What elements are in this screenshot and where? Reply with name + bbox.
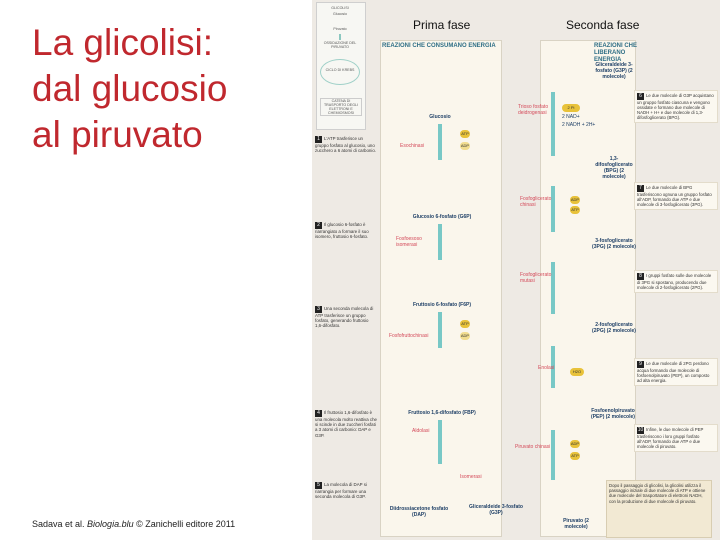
title-line-3: al piruvato [32,114,203,155]
step-number-7: 7 [637,185,644,192]
overview-oxidation: OSSIDAZIONE DEL PIRUVATO [323,41,357,49]
step-number-9: 9 [637,361,644,368]
step-number-3: 3 [315,306,322,313]
molecule-pep: Fosfoenolpiruvato (PEP) (2 molecole) [591,408,635,420]
step-text-3: Una seconda molecola di ATP trasferisce … [315,306,374,329]
enzyme-aldolase: Aldolasi [412,428,430,434]
heading-first-phase: Prima fase [413,18,471,32]
step-number-1: 1 [315,136,322,143]
enzyme-phosphoglycerate-mutase: Fosfoglicerato mutasi [520,272,552,284]
heading-second-phase: Seconda fase [566,18,640,32]
enzyme-enolase: Enolasi [538,365,555,371]
step-arrow-4 [438,420,442,464]
step-text-8: I gruppi fosfato sulle due molecole di 3… [637,273,712,290]
adp-badge-1: ADP [460,142,470,150]
nadh-label: 2 NADH + 2H+ [562,122,596,128]
overview-electron-chain: CATENA DI TRASPORTO DEGLI ELETTRONI E CH… [320,98,362,116]
atp-badge-7: ATP [570,206,580,214]
step-text-2: Il glucosio 6-fosfato è riarrangiato a f… [315,222,369,240]
molecule-glucose: Glucosio [429,114,451,120]
step-arrow-9 [551,346,555,388]
enzyme-pyruvate-kinase: Piruvato chinasi [515,444,551,450]
step-number-2: 2 [315,222,322,229]
pathway-overview: GLICOLISI Glucosio Piruvato OSSIDAZIONE … [316,2,366,130]
credit-publisher: © Zanichelli editore 2011 [133,519,236,529]
molecule-dap: Diidrossiacetone fosfato (DAP) [389,506,449,518]
step-arrow-6 [551,92,555,156]
step-arrow-3 [438,312,442,348]
nad-label: 2 NAD+ [562,114,580,120]
step-arrow-10 [551,430,555,480]
molecule-bpg: 1,3-difosfoglicerato (BPG) (2 molecole) [595,156,633,180]
molecule-pyruvate: Piruvato (2 molecole) [563,518,589,530]
molecule-g6p: Glucosio 6-fosfato (G6P) [412,214,472,220]
summary-box: Dopo il passaggio di glicolisi, la glico… [606,480,712,538]
step-number-4: 4 [315,410,322,417]
adp-badge-2: ADP [460,332,470,340]
step-number-6: 6 [637,93,644,100]
adp-badge-7: ADP [570,196,580,204]
credit-line: Sadava et al. Biologia.blu © Zanichelli … [32,519,235,529]
step-text-9: Le due molecole di 2PG perdono acqua for… [637,361,710,383]
step-number-8: 8 [637,273,644,280]
pi-badge: 2 Pi [562,104,580,112]
step-number-10: 10 [637,427,644,434]
molecule-f6p: Fruttosio 6-fosfato (F6P) [412,302,472,308]
step-arrow-1 [438,124,442,160]
molecule-g3p: Gliceraldeide 3-fosfato (G3P) (2 molecol… [595,62,633,80]
overview-glycolysis: GLICOLISI [331,6,349,10]
water-badge: H2O [570,368,584,376]
enzyme-phosphofructokinase: Fosfofruttochinasi [389,333,429,339]
adp-badge-10: ADP [570,440,580,448]
atp-badge-2: ATP [460,320,470,328]
credit-book-title: Biologia.blu [87,519,134,529]
title-line-2: dal glucosio [32,68,228,109]
overview-krebs: CICLO DI KREBS [320,59,360,85]
step-text-5: La molecola di DAP si riarrangia per for… [315,482,367,500]
enzyme-hexokinase: Esochinasi [400,143,425,149]
step-text-6: Le due molecole di G3P acquistano un gru… [637,93,714,120]
second-phase-head: REAZIONI CHE LIBERANO ENERGIA [594,43,638,63]
atp-badge-10: ATP [570,452,580,460]
overview-glucose: Glucosio [333,12,347,16]
step-text-1: L'ATP trasferisce un gruppo fosfato al g… [315,136,377,154]
credit-authors: Sadava et al. [32,519,88,529]
first-phase-head: REAZIONI CHE CONSUMANO ENERGIA [382,43,496,49]
overview-pyruvate: Piruvato [333,27,347,31]
second-phase-panel [540,40,636,537]
step-text-4: Il fruttosio 1,6-difosfato è una molecol… [315,410,377,438]
molecule-g3p-second: Gliceraldeide 3-fosfato (G3P) [469,504,523,516]
overview-arrow [339,34,341,40]
step-arrow-2 [438,224,442,260]
title-line-1: La glicolisi: [32,22,213,63]
molecule-fbp: Fruttosio 1,6-difosfato (FBP) [408,410,476,416]
enzyme-isomerase: Fosfoesoso isomerasi [396,236,422,248]
enzyme-phosphoglycerate-kinase: Fosfoglicerato chinasi [520,196,552,208]
molecule-3pg: 3-fosfoglicerato (3PG) (2 molecole) [592,238,636,250]
step-number-5: 5 [315,482,322,489]
molecule-2pg: 2-fosfoglicerato (2PG) (2 molecole) [592,322,636,334]
step-arrow-7 [551,186,555,232]
step-arrow-8 [551,262,555,314]
step-text-10: Infine, le due molecole di PEP trasferis… [637,427,704,449]
slide-title: La glicolisi: dal glucosio al piruvato [32,20,282,158]
enzyme-isomerase-2: Isomerasi [460,474,482,480]
enzyme-triose-dehydrogenase: Trioso fosfato deidrogenasi [518,104,549,116]
atp-badge-1: ATP [460,130,470,138]
step-text-7: Le due molecole di BPG trasferiscono ogn… [637,185,712,207]
